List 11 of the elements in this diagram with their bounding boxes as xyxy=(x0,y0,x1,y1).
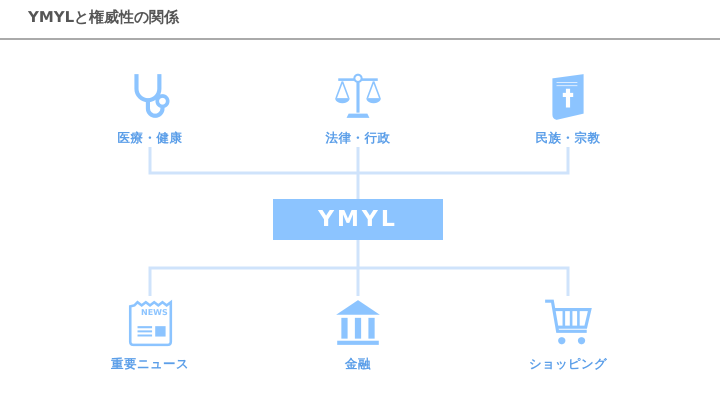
category-label: ショッピング xyxy=(529,356,607,373)
category-label: 重要ニュース xyxy=(111,356,189,373)
category-box: YMYL xyxy=(273,199,443,240)
category-label: 金融 xyxy=(345,356,371,373)
connector-line xyxy=(356,147,570,199)
connector-line xyxy=(356,240,570,296)
category-label: 民族・宗教 xyxy=(536,130,600,147)
category-label: 法律・行政 xyxy=(326,130,390,147)
category-label: 医療・健康 xyxy=(118,130,182,147)
title: YMYLと権威性の関係 xyxy=(28,8,180,27)
icon-caption: NEWS xyxy=(141,308,168,317)
